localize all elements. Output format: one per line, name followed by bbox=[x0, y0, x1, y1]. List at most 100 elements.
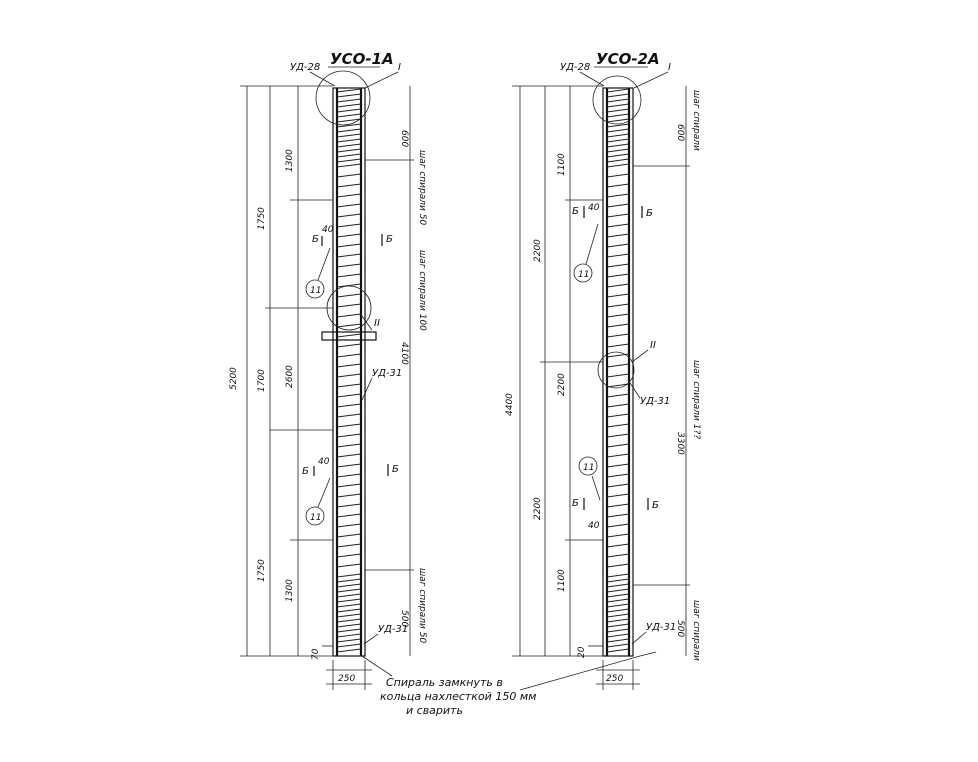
dim-40-bot-right: 40 bbox=[588, 521, 600, 531]
section-b1-right: Б bbox=[572, 206, 579, 217]
spiral-rung bbox=[336, 193, 362, 198]
spiral-rung bbox=[606, 193, 630, 198]
pitch-600-left: 600 bbox=[399, 130, 409, 147]
spiral-rung bbox=[606, 133, 630, 138]
spiral-rung bbox=[606, 363, 630, 368]
section-b1-left: Б bbox=[312, 234, 319, 245]
spiral-rung bbox=[606, 628, 630, 633]
spiral-rung bbox=[606, 98, 630, 103]
spiral-rung bbox=[336, 283, 362, 288]
position-circle-top-left bbox=[305, 279, 325, 299]
spiral-rung bbox=[606, 113, 630, 118]
spiral-rung bbox=[336, 413, 362, 418]
node-circle-I-right bbox=[592, 75, 642, 125]
dim-70: 70 bbox=[311, 648, 321, 660]
splice-plate-left bbox=[321, 331, 377, 341]
spiral-rung bbox=[336, 233, 362, 238]
spiral-rung bbox=[606, 423, 630, 428]
spiral-rung bbox=[606, 453, 630, 458]
spiral-rung bbox=[336, 573, 362, 578]
spiral-rung bbox=[336, 143, 362, 148]
dim-1100-bot: 1100 bbox=[557, 569, 567, 592]
note-line-1: Спираль замкнуть в bbox=[386, 676, 503, 689]
spiral-rung bbox=[606, 88, 630, 93]
spiral-rung bbox=[606, 483, 630, 488]
spiral-rung bbox=[606, 303, 630, 308]
spiral-rung bbox=[606, 533, 630, 538]
pitch-3300-right: 3300 bbox=[675, 432, 685, 455]
tag-ud31-mid-right: УД-31 bbox=[640, 396, 670, 407]
spiral-rung bbox=[606, 373, 630, 378]
dim-1750-bot: 1750 bbox=[257, 559, 267, 582]
spiral-rung bbox=[606, 493, 630, 498]
spiral-rung bbox=[606, 273, 630, 278]
spiral-rung bbox=[606, 433, 630, 438]
spiral-rung bbox=[336, 138, 362, 143]
section-b2-left: Б bbox=[386, 234, 393, 245]
spiral-rung bbox=[606, 588, 630, 593]
pitch-4100-left: 4100 bbox=[399, 342, 409, 365]
spiral-rung bbox=[606, 103, 630, 108]
spiral-rung bbox=[336, 93, 362, 98]
section-b3-right: Б bbox=[572, 498, 579, 509]
spiral-rung bbox=[606, 553, 630, 558]
spiral-rung bbox=[606, 393, 630, 398]
spiral-rung bbox=[336, 453, 362, 458]
node-circle-II-left bbox=[326, 285, 372, 331]
spiral-rung bbox=[606, 573, 630, 578]
dim-total-left: 5200 bbox=[229, 367, 239, 390]
spiral-rung bbox=[336, 353, 362, 358]
width-250-right: 250 bbox=[606, 674, 623, 684]
section-b2-right: Б bbox=[646, 208, 653, 219]
spiral-rung bbox=[336, 243, 362, 248]
spiral-rung bbox=[606, 613, 630, 618]
spiral-rung bbox=[336, 108, 362, 113]
spiral-rung bbox=[336, 553, 362, 558]
spiral-rung bbox=[606, 313, 630, 318]
dim-2600: 2600 bbox=[285, 365, 295, 388]
spiral-rung bbox=[336, 203, 362, 208]
tag-ud28-right: УД-28 bbox=[560, 62, 590, 73]
width-250-left: 250 bbox=[338, 674, 355, 684]
spiral-rung bbox=[336, 578, 362, 583]
spiral-rung bbox=[606, 583, 630, 588]
dim-1750-top: 1750 bbox=[257, 207, 267, 230]
spiral-rung bbox=[336, 533, 362, 538]
spiral-rung bbox=[336, 263, 362, 268]
tag-ud28-left: УД-28 bbox=[290, 62, 320, 73]
position-11-top-right: 11 bbox=[578, 270, 589, 280]
spiral-rung bbox=[336, 118, 362, 123]
dim-40-top-right: 40 bbox=[588, 203, 600, 213]
spiral-rung bbox=[606, 648, 630, 653]
spiral-rung bbox=[336, 103, 362, 108]
title-right: УСО-2А bbox=[596, 50, 660, 68]
dim-20: 20 bbox=[577, 646, 587, 658]
position-11-bot-left: 11 bbox=[310, 513, 321, 523]
spiral-rung bbox=[606, 543, 630, 548]
spiral-rung bbox=[336, 88, 362, 93]
title-left: УСО-1А bbox=[330, 50, 394, 68]
spiral-rung bbox=[336, 483, 362, 488]
spiral-rung bbox=[336, 403, 362, 408]
spiral-rung bbox=[606, 233, 630, 238]
spiral-rung bbox=[336, 523, 362, 528]
spiral-rung bbox=[336, 153, 362, 158]
spiral-rung bbox=[606, 503, 630, 508]
pitch-bot-right: шаг спирали bbox=[691, 600, 701, 661]
spiral-rung bbox=[336, 603, 362, 608]
position-circle-bot-right bbox=[578, 456, 598, 476]
spiral-rung bbox=[336, 463, 362, 468]
spiral-rungs-left bbox=[336, 88, 362, 653]
pitch-500-right: 500 bbox=[675, 620, 685, 637]
spiral-rung bbox=[606, 593, 630, 598]
spiral-rung bbox=[336, 253, 362, 258]
spiral-rung bbox=[606, 333, 630, 338]
note-line-3: и сварить bbox=[406, 704, 463, 717]
spiral-rung bbox=[336, 373, 362, 378]
spiral-rung bbox=[606, 603, 630, 608]
spiral-rung bbox=[336, 113, 362, 118]
spiral-rung bbox=[336, 643, 362, 648]
spiral-rung bbox=[606, 608, 630, 613]
spiral-rung bbox=[336, 618, 362, 623]
